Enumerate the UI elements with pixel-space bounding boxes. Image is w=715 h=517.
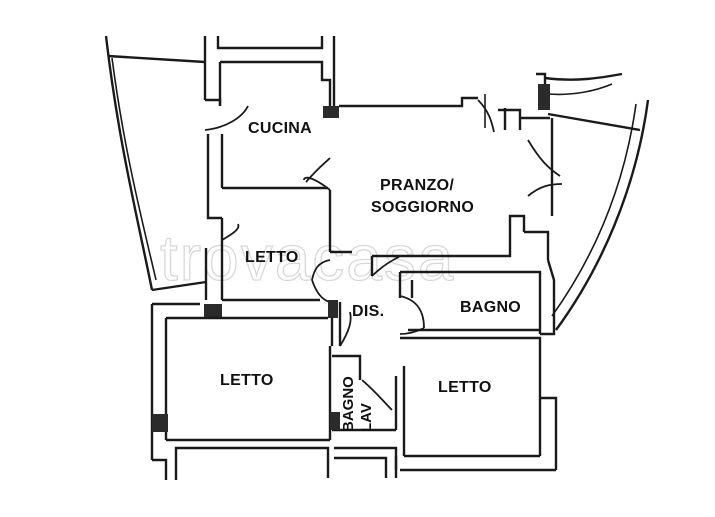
label-cucina: CUCINA (248, 120, 312, 137)
label-pranzo-line1: PRANZO/ (380, 177, 454, 194)
label-bagno-lav-line1: BAGNO (340, 376, 357, 432)
room-bagno (400, 259, 556, 336)
room-letto-right (394, 336, 558, 472)
room-letto-top (204, 218, 331, 318)
room-cucina (204, 60, 339, 220)
watermark-logo: trovacasa (160, 222, 455, 294)
room-dis (328, 255, 425, 347)
left-balcony (104, 35, 207, 292)
room-pranzo-soggiorno (328, 94, 563, 260)
label-pranzo-line2: SOGGIORNO (371, 199, 474, 216)
right-balcony (536, 72, 650, 331)
label-dis: DIS. (352, 303, 384, 320)
label-letto-left: LETTO (220, 372, 274, 389)
label-bagno: BAGNO (460, 299, 521, 316)
top-strip (203, 36, 336, 106)
label-letto-top: LETTO (245, 249, 299, 266)
label-letto-right: LETTO (438, 379, 492, 396)
label-bagno-lav-line2: LAV (358, 403, 375, 432)
room-letto-left (150, 302, 332, 480)
